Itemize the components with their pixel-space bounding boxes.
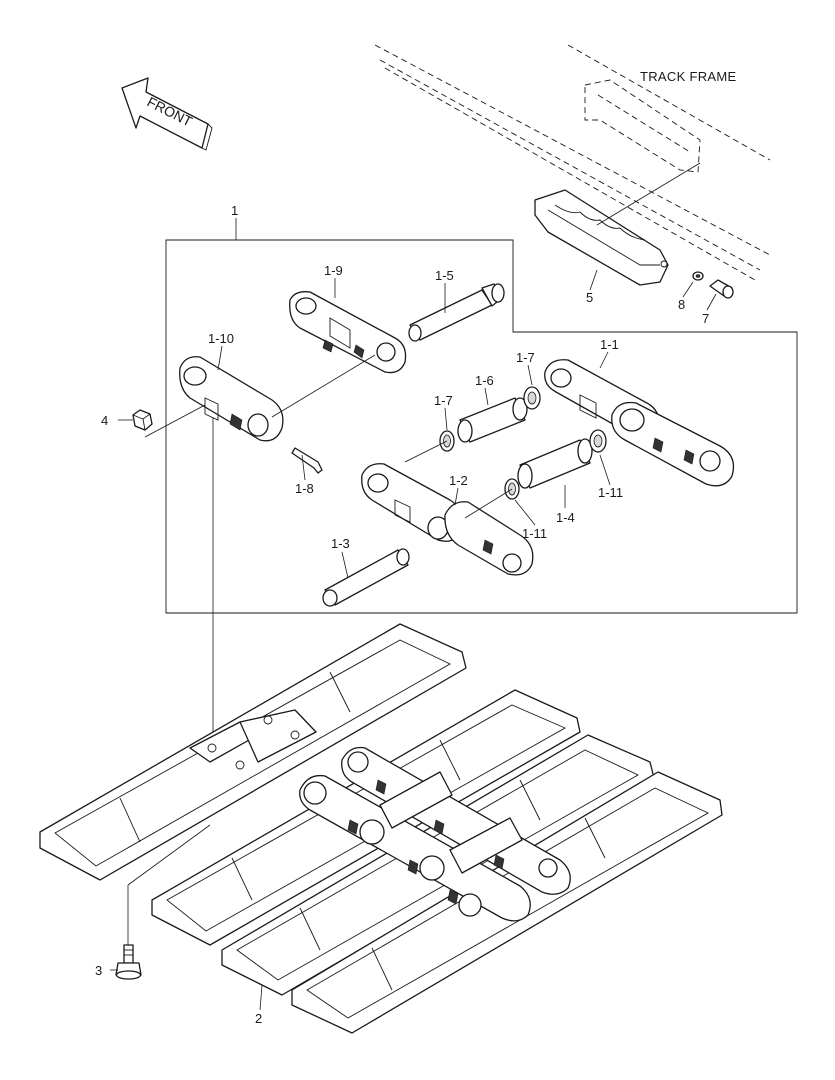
washer-8 bbox=[692, 271, 704, 281]
callout-1-2: 1-2 bbox=[449, 473, 468, 488]
bushing-1-4 bbox=[517, 438, 593, 489]
shoe-bolt-3 bbox=[115, 944, 142, 980]
track-link-1-2 bbox=[361, 463, 534, 576]
link-assembly-box bbox=[165, 239, 798, 614]
callout-4: 4 bbox=[101, 413, 108, 428]
callout-1-9: 1-9 bbox=[324, 263, 343, 278]
callout-1-4: 1-4 bbox=[556, 510, 575, 525]
callout-1-10: 1-10 bbox=[208, 331, 234, 346]
front-direction-arrow: FRONT bbox=[121, 77, 213, 151]
callout-1-11-left: 1-11 bbox=[522, 526, 547, 541]
bushing-1-6 bbox=[457, 397, 528, 443]
callout-1-11-right: 1-11 bbox=[598, 485, 623, 500]
track-guide-bracket bbox=[534, 189, 669, 286]
track-pin-1-5 bbox=[408, 283, 505, 342]
bolt-7 bbox=[709, 279, 734, 299]
callout-1-1: 1-1 bbox=[600, 337, 619, 352]
seal-1-11-left bbox=[504, 478, 520, 500]
callout-1-3: 1-3 bbox=[331, 536, 350, 551]
callout-1-7-upper: 1-7 bbox=[516, 350, 535, 365]
assembled-track-chain bbox=[299, 746, 571, 922]
nut-4 bbox=[132, 409, 153, 431]
callout-labels: 1 1-9 1-5 1-10 1-1 1-7 1-6 1-7 4 1-8 1-2… bbox=[95, 203, 709, 1026]
callout-5: 5 bbox=[586, 290, 593, 305]
callout-1-6: 1-6 bbox=[475, 373, 494, 388]
master-link-1-10 bbox=[179, 356, 284, 442]
track-pin-1-3 bbox=[322, 548, 410, 607]
track-frame-outline: TRACK FRAME bbox=[374, 44, 771, 281]
callout-1: 1 bbox=[231, 203, 238, 218]
callout-2: 2 bbox=[255, 1011, 262, 1026]
callout-7: 7 bbox=[702, 311, 709, 326]
callout-leader-lines bbox=[110, 269, 717, 1011]
track-link-1-1 bbox=[544, 359, 735, 487]
callout-3: 3 bbox=[95, 963, 102, 978]
cotter-pin-1-8 bbox=[291, 447, 323, 474]
track-frame-label: TRACK FRAME bbox=[640, 69, 736, 84]
callout-1-5: 1-5 bbox=[435, 268, 454, 283]
callout-8: 8 bbox=[678, 297, 685, 312]
master-link-1-9 bbox=[289, 291, 407, 374]
seal-1-7-right bbox=[523, 386, 541, 410]
callout-1-7-lower: 1-7 bbox=[434, 393, 453, 408]
callout-1-8: 1-8 bbox=[295, 481, 314, 496]
seal-1-11-right bbox=[589, 429, 607, 453]
track-shoe-upper bbox=[39, 623, 467, 881]
